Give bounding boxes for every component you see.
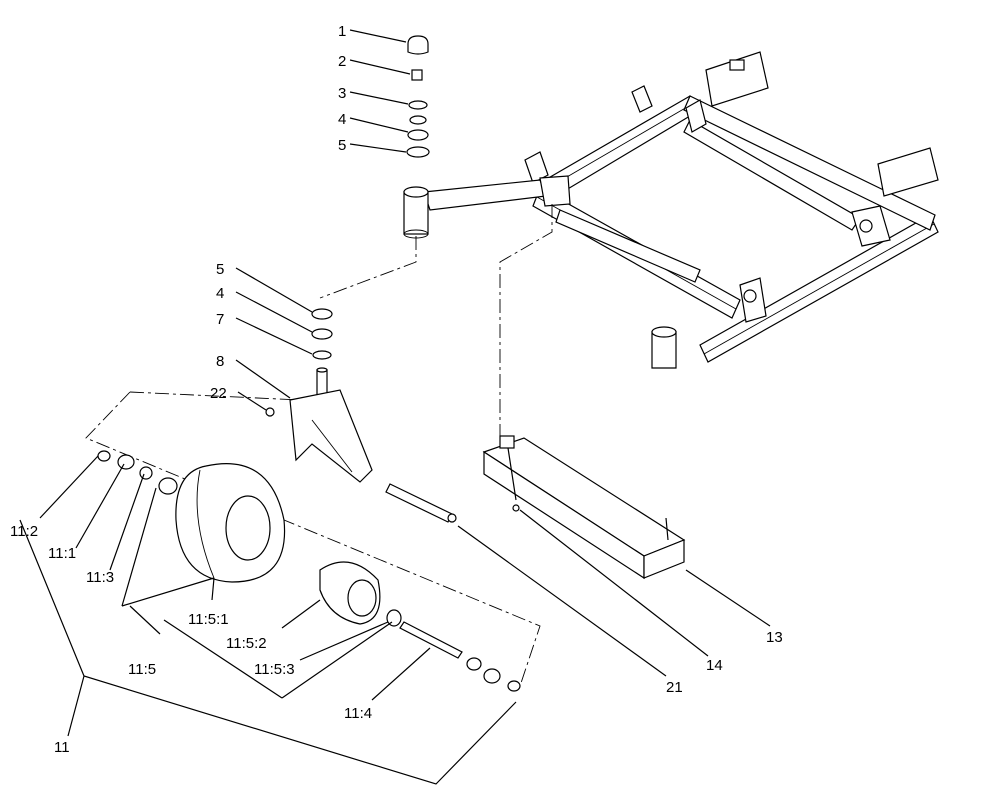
center-line-axle xyxy=(85,391,541,687)
callout-22: 22 xyxy=(210,385,227,402)
center-line-weight xyxy=(499,204,553,440)
leader-lines xyxy=(19,29,771,785)
callout-3: 3 xyxy=(338,85,346,102)
upper-bearing-stack xyxy=(406,35,430,158)
center-line-kingpin xyxy=(319,236,417,299)
center-line-top xyxy=(129,391,301,401)
callout-4-lower: 4 xyxy=(216,285,224,302)
callout-1: 1 xyxy=(338,23,346,40)
callout-11-5: 11:5 xyxy=(128,661,156,678)
callout-11-5-1: 11:5:1 xyxy=(188,611,229,628)
callout-11-3: 11:3 xyxy=(86,569,114,586)
weight-block xyxy=(482,435,686,580)
callout-5-lower: 5 xyxy=(216,261,224,278)
callout-11: 11 xyxy=(54,739,70,756)
callout-2: 2 xyxy=(338,53,346,70)
callout-11-5-3: 11:5:3 xyxy=(254,661,295,678)
callout-21: 21 xyxy=(666,679,683,696)
callout-8: 8 xyxy=(216,353,224,370)
grease-fitting xyxy=(265,407,275,417)
wheel-assembly xyxy=(97,450,521,692)
axle-bolt xyxy=(385,483,453,523)
callout-11-4: 11:4 xyxy=(344,705,372,722)
callout-11-5-2: 11:5:2 xyxy=(226,635,267,652)
callout-7: 7 xyxy=(216,311,224,328)
callout-14: 14 xyxy=(706,657,723,674)
lower-bearing-stack xyxy=(311,308,333,397)
callout-5-upper: 5 xyxy=(338,137,346,154)
weight-chain xyxy=(507,447,517,501)
callout-11-2: 11:2 xyxy=(10,523,38,540)
callout-4-upper: 4 xyxy=(338,111,346,128)
caster-fork xyxy=(289,389,373,483)
callout-13: 13 xyxy=(766,629,783,646)
pin xyxy=(512,504,520,512)
callout-11-1: 11:1 xyxy=(48,545,76,562)
mower-frame xyxy=(403,51,939,369)
